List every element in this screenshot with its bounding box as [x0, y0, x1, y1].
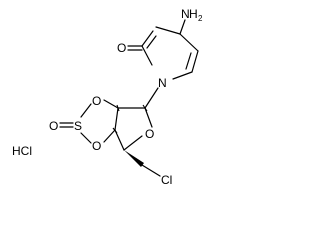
furanose-oxygen-label: O [145, 127, 154, 141]
furanose-bond-c1-o4 [144, 107, 153, 128]
amino-bond [179, 19, 186, 35]
stereo-hash-c2 [116, 104, 120, 112]
ring-bond-c6-c5-inner [185, 52, 192, 70]
sulfite-oxygen-bottom-label: O [92, 139, 101, 153]
furanose-bond-c3-c2 [114, 107, 119, 131]
sulfite-bond-o-s-top [80, 103, 92, 118]
sulfite-oxygen-top-label: O [92, 94, 101, 108]
ring-bond-c5-c4 [179, 33, 199, 52]
amino-subscript-label: 2 [198, 14, 203, 23]
sulfite-bond-c2-o [103, 99, 119, 109]
ring-bond-c6-c5 [191, 50, 199, 73]
furanose-bond-c4-c3 [114, 129, 125, 151]
ring-bond-c2-n1 [141, 45, 153, 66]
structure-canvas: N H 2 O N O O O S O Cl HCl [12, 7, 203, 187]
sulfur-label: S [74, 119, 82, 133]
chlorine-label: Cl [161, 173, 172, 187]
chloromethyl-bond [141, 164, 161, 177]
sulfite-bond-s-o-bottom [80, 132, 92, 144]
ring-bond-n1-c6 [172, 71, 193, 80]
ring-bond-c4-n3 [155, 26, 181, 35]
chemical-structure: N H 2 O N O O O S O Cl [49, 7, 203, 187]
ring-bond-n3-c2-inner [146, 35, 157, 49]
amino-hydrogen-label: H [189, 7, 198, 21]
amino-nitrogen-label: N [181, 7, 190, 21]
sulfite-bond-o-c3 [103, 129, 116, 143]
hydrochloride-label: HCl [12, 144, 32, 158]
ring-bond-n3-c2 [141, 30, 154, 47]
stereo-hash-c3 [112, 127, 118, 134]
sulfoxide-oxygen-label: O [49, 119, 58, 133]
stereo-wedge-c4 [124, 150, 144, 167]
glycosidic-bond [144, 87, 159, 109]
carbonyl-oxygen-label: O [117, 41, 126, 55]
stereo-hash-c1 [142, 104, 148, 112]
ring-nitrogen-label: N [158, 76, 167, 90]
furanose-bond-o4-c4 [123, 135, 143, 151]
